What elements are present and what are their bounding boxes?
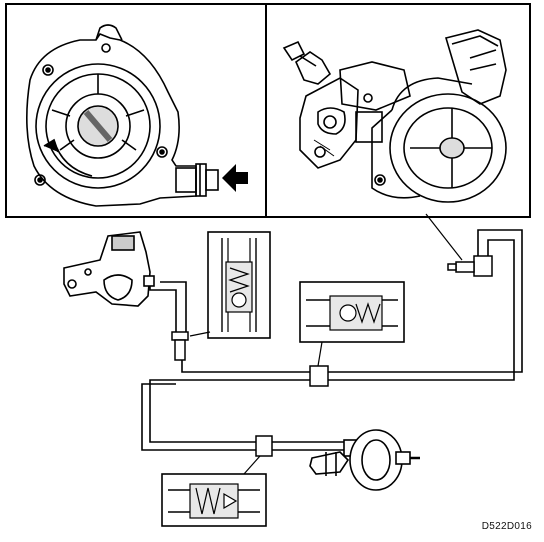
check-valve-upper — [171, 331, 189, 361]
pump-front-view — [26, 24, 219, 207]
check-valve-detail-middle — [299, 281, 405, 367]
brake-booster — [309, 429, 420, 491]
figure-reference-code: D522D016 — [481, 521, 532, 532]
leader-line — [425, 213, 463, 261]
check-valve-middle — [309, 365, 329, 387]
outlet-fitting — [447, 255, 493, 277]
check-valve-detail — [189, 231, 271, 339]
check-valve-detail-lower — [161, 455, 267, 527]
intake-manifold — [63, 231, 155, 307]
vacuum-lines — [141, 229, 523, 451]
arrow-right-icon — [222, 164, 248, 192]
check-valve-lower — [255, 435, 273, 457]
pump-perspective-view — [282, 29, 507, 203]
top-panels-frame — [5, 3, 531, 218]
